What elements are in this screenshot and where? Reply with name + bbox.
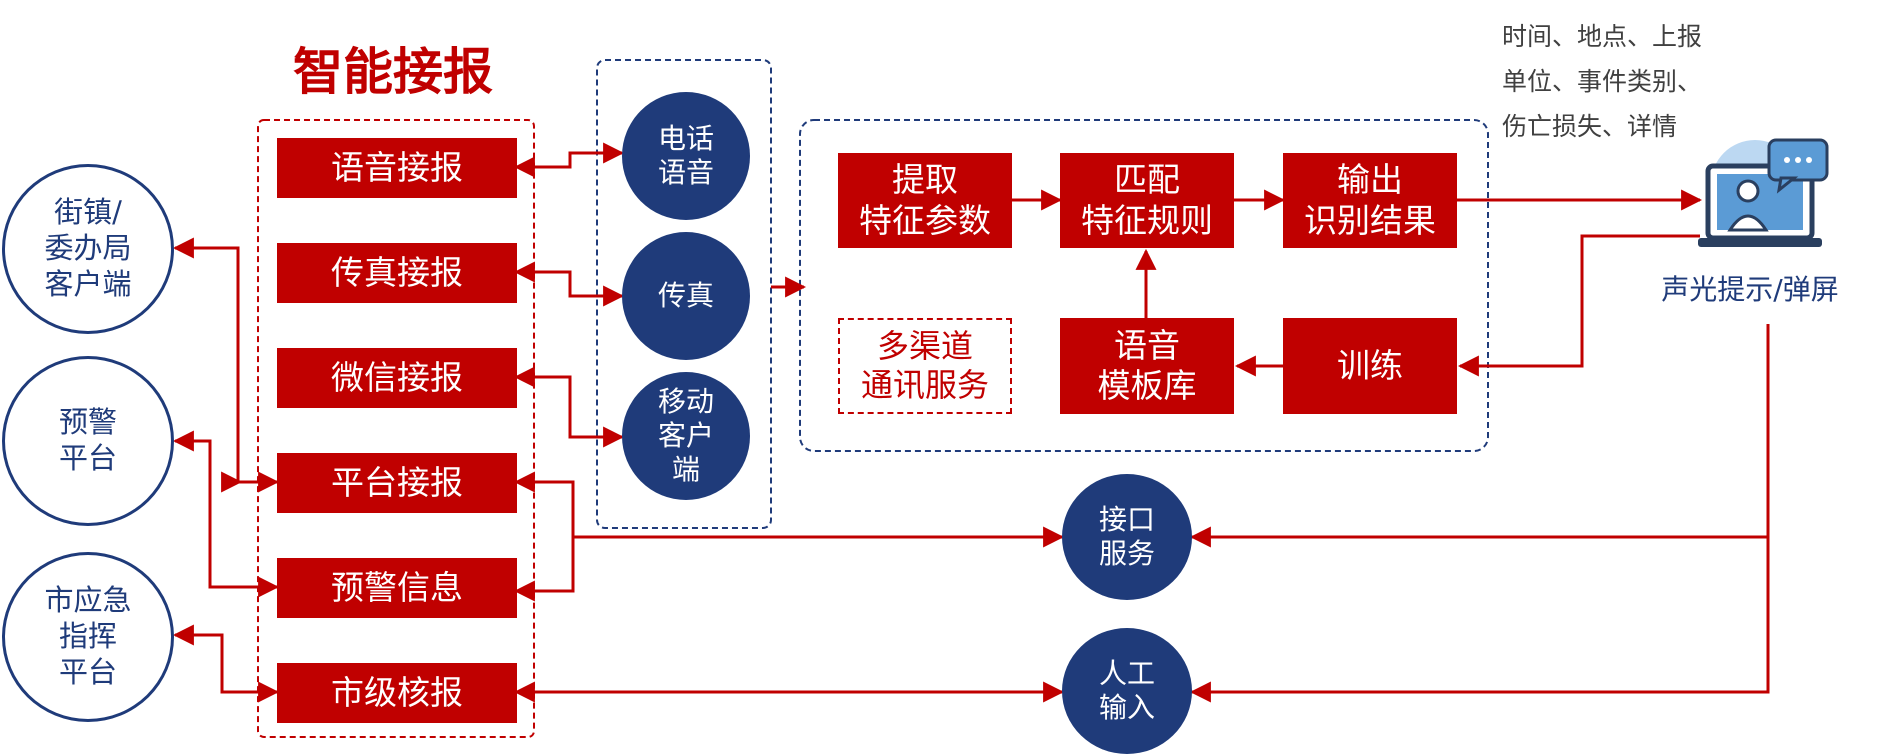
- media-phone-node: 电话 语音: [622, 92, 750, 220]
- client-warning-platform-node: 预警 平台: [2, 356, 174, 526]
- process-train-label: 训练: [1337, 345, 1403, 385]
- process-output-box: 输出 识别结果: [1283, 153, 1457, 248]
- wire-fax-fax: [513, 261, 625, 307]
- wire-wechat-mobile: [513, 366, 625, 448]
- channel-voice-label: 语音接报: [331, 147, 463, 187]
- channel-city-check-label: 市级核报: [331, 672, 463, 712]
- wire-client3-citycheck: [172, 624, 280, 703]
- channel-city-check-box: 市级核报: [277, 663, 517, 723]
- media-mobile-node: 移动 客户 端: [622, 372, 750, 500]
- client-warning-platform-label: 预警 平台: [58, 405, 117, 475]
- client-district-node: 街镇/ 委办局 客户端: [2, 164, 174, 334]
- result-fields-text: 时间、地点、上报单位、事件类别、伤亡损失、详情: [1502, 22, 1703, 141]
- wire-voice-phone: [513, 142, 625, 178]
- wire-client2-warning: [172, 430, 280, 598]
- process-voice-template-box: 语音 模板库: [1060, 318, 1234, 414]
- media-fax-label: 传真: [657, 278, 714, 312]
- wire-client1-platform: [172, 237, 243, 493]
- media-mobile-label: 移动 客户 端: [657, 384, 714, 487]
- process-multichannel-box: 多渠道 通讯服务: [838, 318, 1012, 414]
- channel-wechat-box: 微信接报: [277, 348, 517, 408]
- process-train-box: 训练: [1283, 318, 1457, 414]
- media-fax-node: 传真: [622, 232, 750, 360]
- channel-fax-box: 传真接报: [277, 243, 517, 303]
- channel-wechat-label: 微信接报: [331, 357, 463, 397]
- channel-platform-box: 平台接报: [277, 453, 517, 513]
- channel-voice-box: 语音接报: [277, 138, 517, 198]
- process-match-label: 匹配 特征规则: [1081, 160, 1213, 240]
- wire-monitor-services: [1189, 324, 1770, 703]
- channel-platform-label: 平台接报: [331, 462, 463, 502]
- channel-warning-info-box: 预警信息: [277, 558, 517, 618]
- client-city-command-label: 市应急 指挥 平台: [44, 583, 132, 689]
- interface-service-node: 接口 服务: [1062, 474, 1192, 600]
- media-phone-label: 电话 语音: [657, 121, 714, 189]
- interface-service-label: 接口 服务: [1098, 502, 1155, 570]
- monitor-chat-person-icon: [1698, 138, 1829, 247]
- manual-input-label: 人工 输入: [1098, 656, 1155, 724]
- process-match-box: 匹配 特征规则: [1060, 153, 1234, 248]
- client-district-label: 街镇/ 委办局 客户端: [44, 195, 132, 301]
- manual-input-node: 人工 输入: [1062, 628, 1192, 754]
- output-alert-label: 声光提示/弹屏: [1661, 273, 1839, 306]
- process-extract-box: 提取 特征参数: [838, 153, 1012, 248]
- channel-warning-info-label: 预警信息: [331, 567, 463, 607]
- process-output-label: 输出 识别结果: [1304, 160, 1436, 240]
- wire-platform-warning-loop: [513, 471, 575, 602]
- diagram-title: 智能接报: [293, 43, 493, 101]
- channel-fax-label: 传真接报: [331, 252, 463, 292]
- process-multichannel-label: 多渠道 通讯服务: [860, 326, 989, 404]
- channels-group-frame: [257, 119, 535, 738]
- client-city-command-node: 市应急 指挥 平台: [2, 552, 174, 722]
- wire-monitor-train: [1457, 234, 1700, 377]
- process-extract-label: 提取 特征参数: [859, 160, 991, 240]
- process-voice-template-label: 语音 模板库: [1097, 325, 1197, 405]
